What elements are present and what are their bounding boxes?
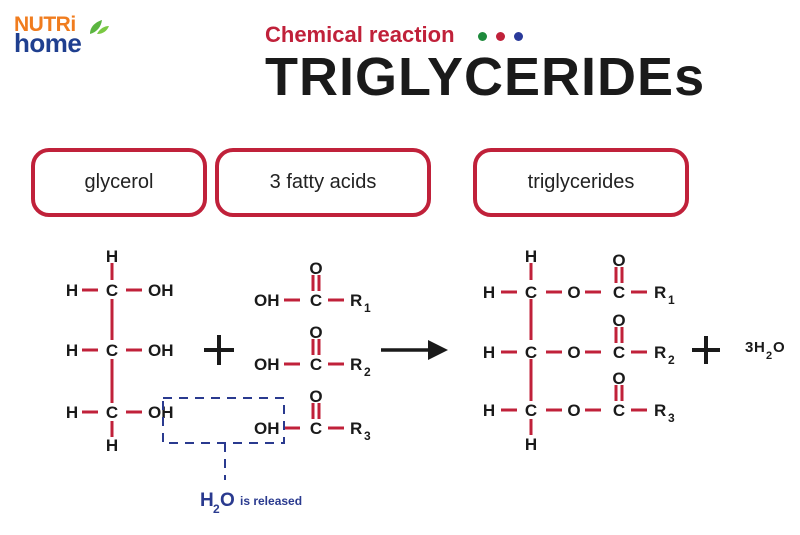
atom-label: R (350, 419, 362, 438)
atom-label: C (525, 401, 537, 420)
reaction-arrow-icon (381, 340, 448, 360)
atom-label: H (106, 436, 118, 455)
dot-blue (514, 32, 523, 41)
water-released-label: H 2 O is released (200, 490, 302, 516)
atom-label: H (483, 401, 495, 420)
atom-label: H (483, 283, 495, 302)
atom-label: is released (240, 494, 302, 508)
fatty-acids-label: 3 fatty acids (215, 148, 431, 217)
logo-nutri-text: NUTRi (14, 13, 76, 36)
atom-label: O (612, 369, 625, 388)
atom-label: O (309, 259, 322, 278)
triglycerides-label-text: triglycerides (527, 171, 635, 193)
atom-label: R (350, 291, 362, 310)
glycerol-label: glycerol (31, 148, 207, 217)
atom-label: O (567, 343, 580, 362)
atom-label: OH (254, 419, 280, 438)
leaf-icon (90, 20, 109, 34)
page-title: TRIGLYCERIDEs (265, 47, 706, 107)
atom-label: R (350, 355, 362, 374)
atom-label: C (613, 401, 625, 420)
atom-label: 3 (745, 339, 753, 356)
atom-label: H (66, 281, 78, 300)
atom-label: H (754, 339, 765, 356)
atom-label: H (200, 490, 214, 511)
nutrihome-logo: NUTRi home (14, 13, 109, 58)
atom-label: OH (148, 341, 174, 360)
plus-icon (204, 335, 234, 365)
atom-label: C (613, 343, 625, 362)
atom-label: O (309, 323, 322, 342)
water-byproduct: 3 H 2 O (745, 339, 785, 362)
atom-label: OH (148, 281, 174, 300)
atom-label: C (106, 281, 118, 300)
fatty-acids-structure: O OH C R 1 O OH C R 2 O OH C R 3 (254, 259, 371, 443)
atom-label: H (66, 341, 78, 360)
plus-icon (692, 336, 720, 364)
atom-label: C (310, 355, 322, 374)
subtitle: Chemical reaction (265, 22, 455, 47)
logo-home-text: home (14, 28, 82, 58)
atom-label: 2 (364, 365, 371, 379)
atom-label: H (106, 247, 118, 266)
atom-label: 2 (213, 502, 220, 516)
dot-red (496, 32, 505, 41)
atom-label: R (654, 283, 666, 302)
atom-label: 1 (668, 293, 675, 307)
atom-label: O (773, 339, 785, 356)
fatty-acids-label-text: 3 fatty acids (269, 171, 377, 193)
atom-label: 1 (364, 301, 371, 315)
triglyceride-structure: H H C O C O R 1 H C O C O R 2 H C O C O … (483, 247, 675, 454)
atom-label: R (654, 343, 666, 362)
atom-label: C (310, 291, 322, 310)
atom-label: H (525, 435, 537, 454)
atom-label: O (309, 387, 322, 406)
water-highlight-box (162, 397, 285, 480)
atom-label: O (567, 401, 580, 420)
atom-label: OH (254, 355, 280, 374)
triglycerides-label: triglycerides (473, 148, 689, 217)
atom-label: 2 (766, 350, 772, 362)
atom-label: C (525, 283, 537, 302)
atom-label: O (612, 311, 625, 330)
atom-label: 3 (668, 411, 675, 425)
atom-label: C (525, 343, 537, 362)
atom-label: OH (148, 403, 174, 422)
atom-label: O (220, 490, 235, 511)
decorative-dots (478, 32, 523, 41)
atom-label: 2 (668, 353, 675, 367)
atom-label: H (525, 247, 537, 266)
glycerol-structure: H H C OH H C OH H C OH H (66, 247, 174, 455)
atom-label: O (612, 251, 625, 270)
dot-green (478, 32, 487, 41)
atom-label: C (613, 283, 625, 302)
atom-label: R (654, 401, 666, 420)
atom-label: H (483, 343, 495, 362)
atom-label: C (106, 403, 118, 422)
glycerol-label-text: glycerol (84, 171, 154, 193)
atom-label: C (106, 341, 118, 360)
atom-label: H (66, 403, 78, 422)
atom-label: C (310, 419, 322, 438)
atom-label: O (567, 283, 580, 302)
atom-label: OH (254, 291, 280, 310)
atom-label: 3 (364, 429, 371, 443)
